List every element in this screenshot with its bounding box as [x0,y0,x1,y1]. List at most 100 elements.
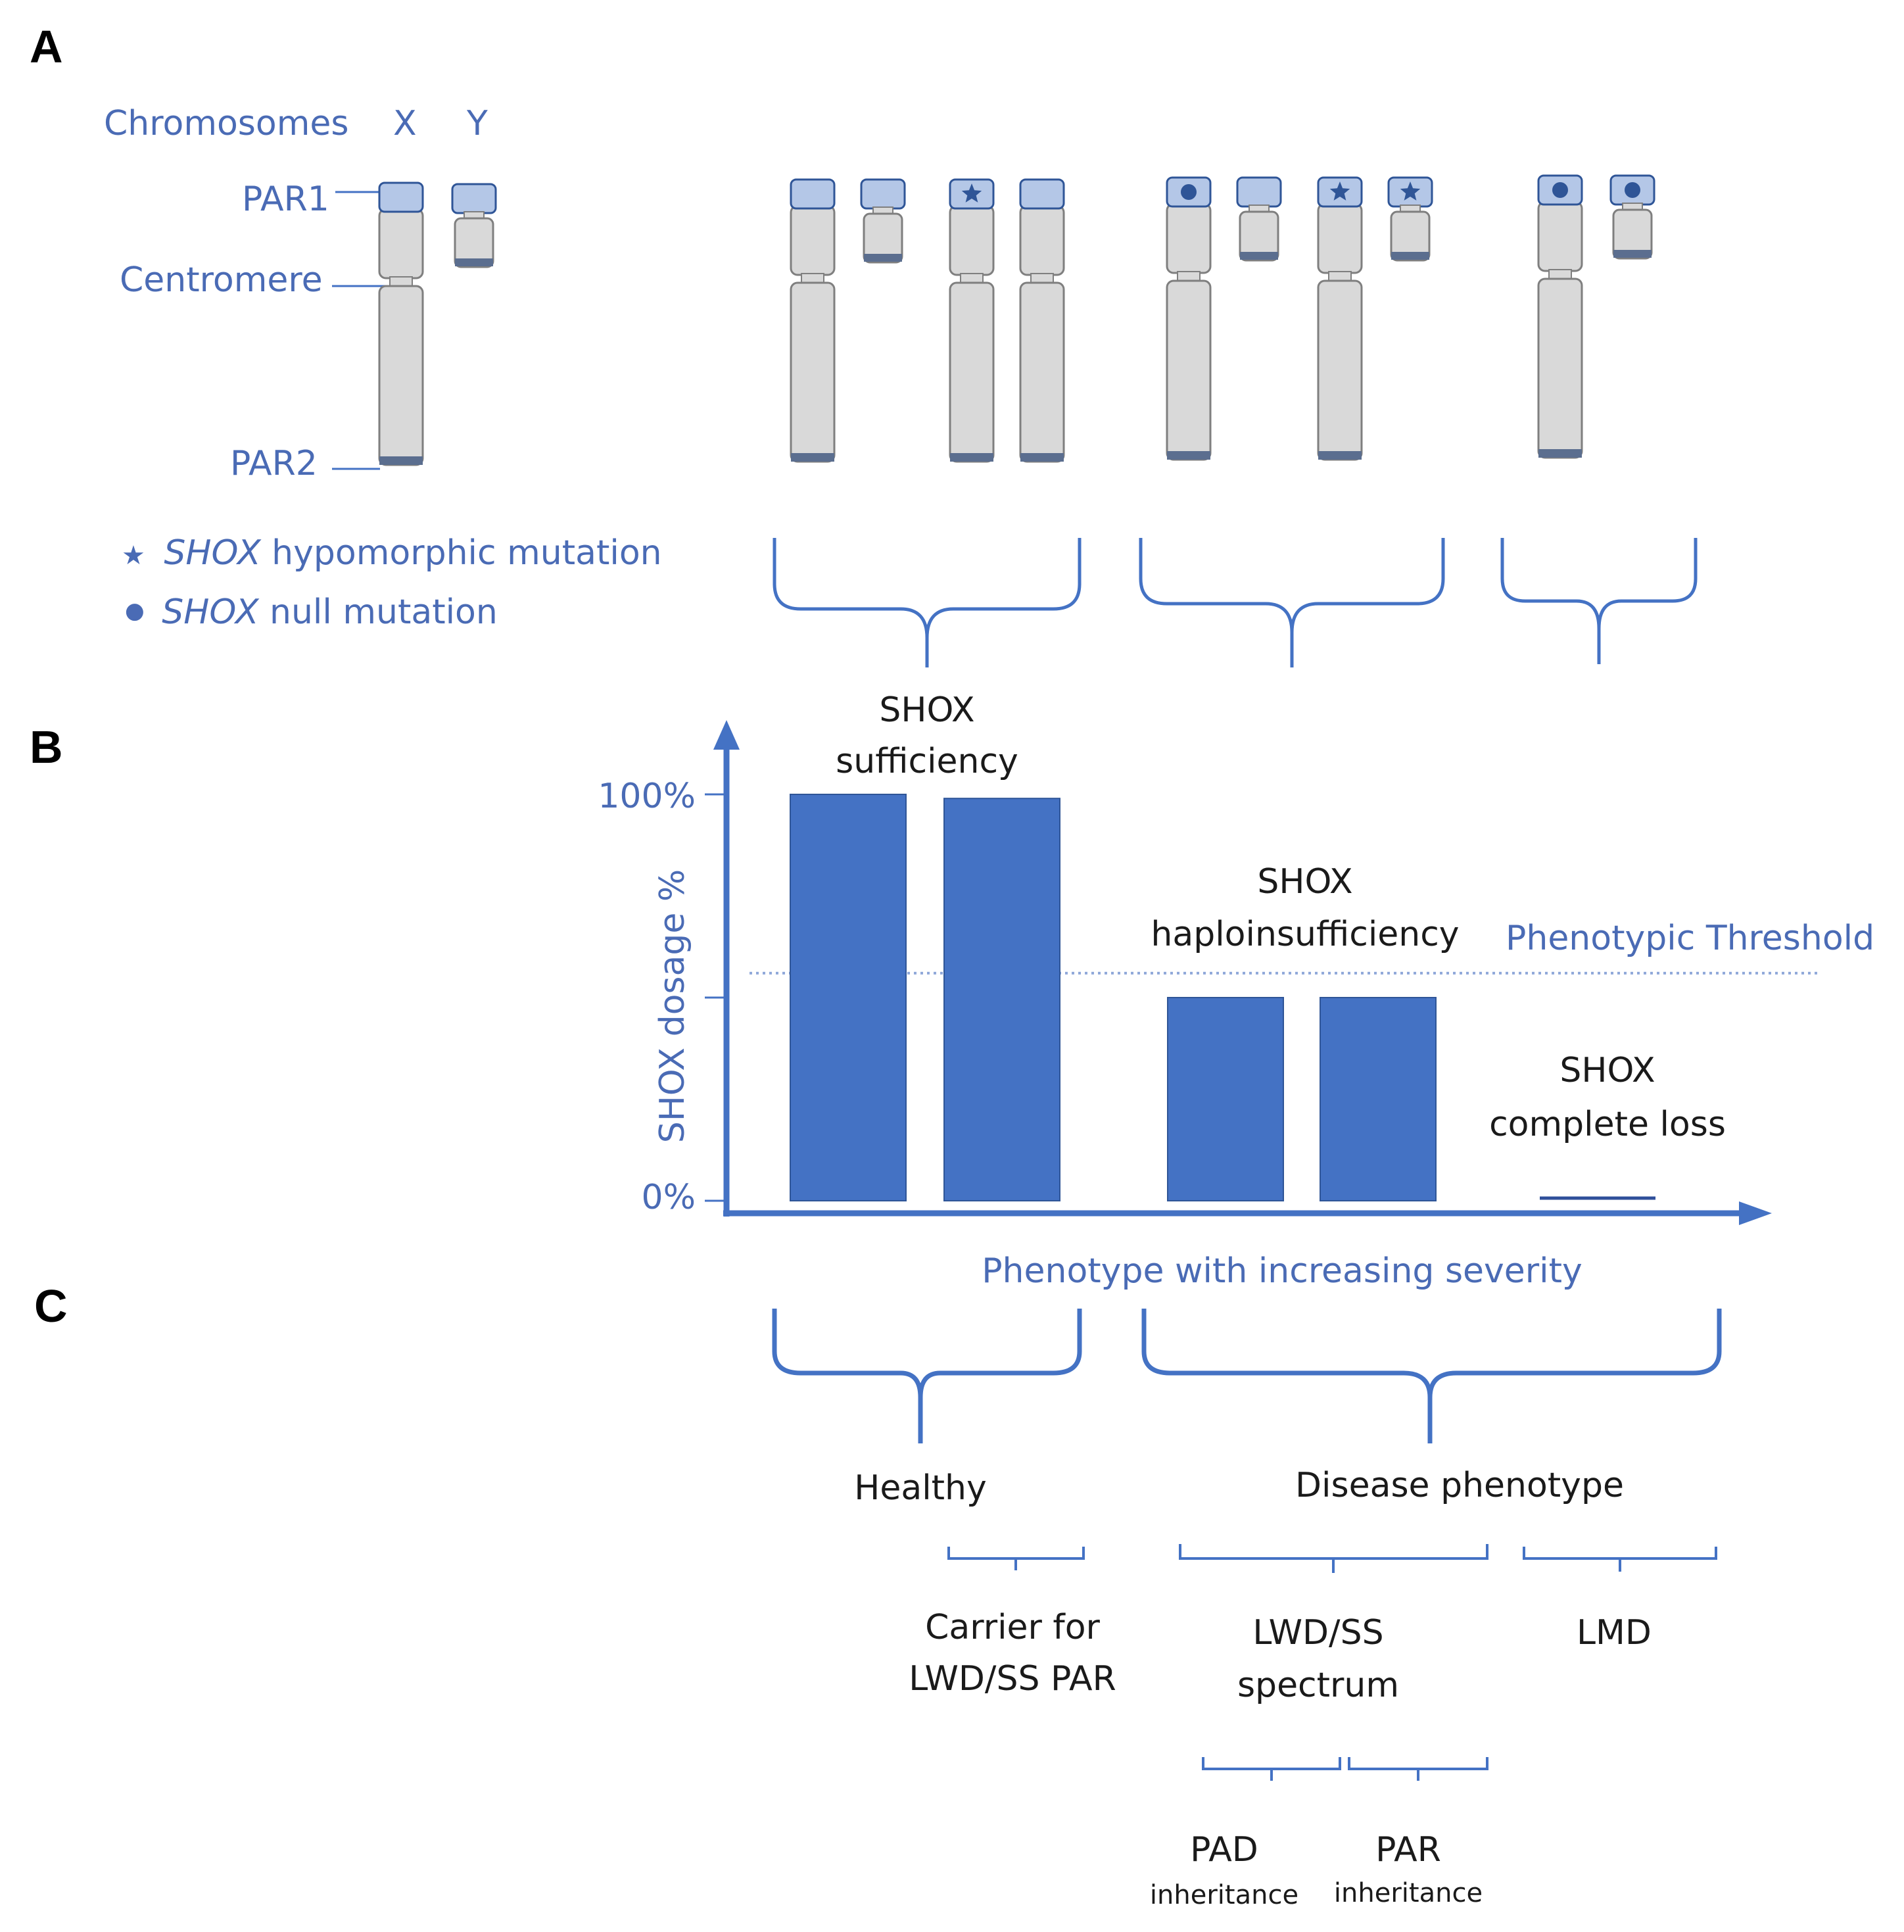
dot-icon [1552,182,1568,198]
panel-c: Healthy Disease phenotype Carrier for LW… [772,1309,1722,1910]
par2-band [864,254,902,262]
chromosome-set [378,174,1655,466]
karyotype [1537,174,1655,459]
haplo-line1: SHOX [1257,862,1352,902]
brace-lmd [1523,1547,1717,1572]
panel-a: Chromosomes X Y PAR1 Centromere PAR2 ★ S… [104,104,1698,667]
haplo-line2: haploinsufficiency [1151,915,1459,954]
x-short-arm [1317,203,1363,274]
par2-band [1613,250,1652,258]
hypomorphic-gene: SHOX [164,533,262,573]
x-axis-label: Phenotype with increasing severity [982,1251,1583,1291]
karyotype [1166,176,1282,461]
star-icon [1329,181,1350,201]
pad-sub-label: inheritance [1150,1880,1298,1910]
par1-label: PAR1 [242,180,329,219]
x-long-arm [1317,279,1363,461]
x-short-arm [378,208,424,279]
panel-letter-c: C [34,1280,68,1332]
panel-letter-b: B [30,721,63,773]
y-long-arm [1239,210,1279,262]
brace-group-2 [1139,538,1445,667]
pad-label: PAD [1190,1830,1258,1870]
dot-icon [1181,184,1197,200]
disease-label: Disease phenotype [1295,1466,1624,1505]
par2-band [791,453,834,462]
x-long-arm [378,285,424,466]
par2-band [1240,252,1278,260]
x-long-arm [790,281,836,463]
y-tick-label-100: 100% [598,777,696,816]
x-short-arm [1166,203,1212,274]
star-icon [1400,181,1421,201]
x-short-arm [1019,205,1065,276]
par1-block [1019,178,1065,210]
x-header: X [393,104,417,143]
star-icon [961,183,982,203]
par-label: PAR [1375,1830,1441,1870]
bars [790,794,1655,1202]
x-long-arm [1537,278,1583,459]
brace-spectrum [1179,1544,1488,1573]
y-long-arm [454,217,494,268]
y-long-arm [863,212,903,264]
healthy-label: Healthy [854,1468,987,1508]
sufficiency-line1: SHOX [879,690,974,730]
dot-icon: ● [125,598,145,624]
threshold-label: Phenotypic Threshold [1506,919,1874,958]
karyotype [378,181,497,466]
spectrum-line1: LWD/SS [1252,1613,1383,1653]
null-text: null mutation [258,592,497,632]
null-gene: SHOX [162,592,260,632]
brace-group-1 [773,538,1082,667]
hypomorphic-text: hypomorphic mutation [261,533,662,573]
par1-block [860,178,906,210]
brace-healthy [772,1309,1082,1443]
par2-band [1538,449,1582,458]
par2-band [1391,252,1429,260]
brace-disease [1141,1309,1722,1443]
par1-block [1236,176,1282,208]
x-axis-arrowhead [1739,1201,1772,1225]
panel-letter-a: A [30,21,63,72]
chromosomes-label: Chromosomes [104,104,348,143]
brace-pad [1202,1757,1341,1781]
bar [790,794,907,1201]
bar [1320,997,1437,1201]
carrier-line2: LWD/SS PAR [909,1659,1116,1699]
par2-band [950,453,993,462]
lmd-label: LMD [1577,1613,1652,1653]
par-sub-label: inheritance [1334,1878,1483,1908]
par2-band [1167,451,1210,460]
karyotype [790,178,906,463]
y-long-arm [1612,208,1653,260]
star-icon: ★ [122,541,145,571]
bar [1167,997,1284,1201]
brace-carrier [947,1547,1085,1570]
x-long-arm [1166,279,1212,461]
y-axis-label: SHOX dosage % [653,869,692,1144]
loss-line2: complete loss [1489,1105,1726,1144]
carrier-line1: Carrier for [925,1608,1100,1647]
brace-par [1348,1757,1488,1781]
par2-band [1318,451,1362,460]
par2-band [455,258,493,266]
x-long-arm [1019,281,1065,463]
par1-block [378,181,424,213]
hypomorphic-legend: ★ SHOX hypomorphic mutation [122,533,662,573]
panel-b: 100% 0% SHOX dosage % Phenotypic Thresho… [598,690,1874,1291]
x-long-arm [949,281,995,463]
x-short-arm [1537,201,1583,272]
par2-band [1020,453,1064,462]
null-legend: ● SHOX null mutation [125,587,498,632]
y-header: Y [466,104,488,143]
par2-band [379,456,423,465]
karyotype [1317,176,1433,461]
brace-group-3 [1500,538,1698,664]
par1-block [790,178,836,210]
spectrum-line2: spectrum [1237,1666,1399,1705]
x-short-arm [790,205,836,276]
bar [943,798,1060,1202]
y-tick-label-0: 0% [642,1178,696,1217]
